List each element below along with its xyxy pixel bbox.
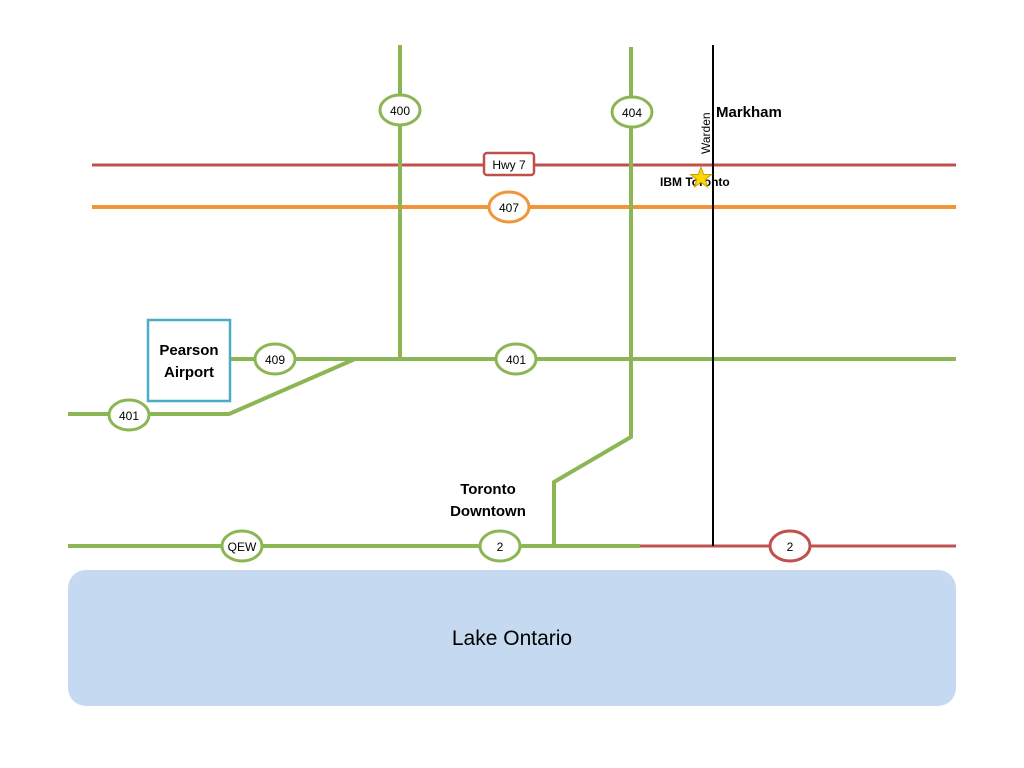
shield-hwy404: 404 [610, 95, 654, 129]
shield-hwy2-east: 2 [768, 529, 812, 563]
star-icon [689, 165, 713, 189]
shield-hwy2-west-label: 2 [497, 540, 504, 554]
shield-hwy7-label: Hwy 7 [492, 158, 526, 172]
shield-hwy400-label: 400 [390, 104, 410, 118]
shield-hwy409-label: 409 [265, 353, 285, 367]
shield-hwy407-label: 407 [499, 201, 519, 215]
pearson-airport-line2: Airport [164, 364, 214, 381]
shield-qew-label: QEW [228, 540, 257, 554]
ibm-toronto-label: IBM Toronto [660, 175, 730, 189]
shield-hwy400: 400 [378, 93, 422, 127]
pearson-airport-box [146, 318, 232, 403]
shield-hwy401-center-label: 401 [506, 353, 526, 367]
shield-hwy401-west-label: 401 [119, 409, 139, 423]
toronto-downtown-line2: Downtown [450, 503, 526, 520]
lake-ontario-label: Lake Ontario [452, 627, 572, 650]
shield-hwy401-west: 401 [107, 398, 151, 432]
lake-ontario [68, 570, 956, 706]
shield-hwy2-west: 2 [478, 529, 522, 563]
shield-hwy407: 407 [487, 190, 531, 224]
shield-hwy404-label: 404 [622, 106, 642, 120]
markham-label: Markham [716, 104, 782, 121]
shield-hwy2-east-label: 2 [787, 540, 794, 554]
pearson-airport-line1: Pearson [159, 342, 218, 359]
shield-hwy7: Hwy 7 [482, 151, 536, 177]
road-hwy404 [552, 47, 633, 547]
shield-hwy401-center: 401 [494, 342, 538, 376]
warden-label: Warden [699, 112, 713, 154]
shield-qew: QEW [220, 529, 264, 563]
toronto-downtown-line1: Toronto [460, 481, 516, 498]
shield-hwy409: 409 [253, 342, 297, 376]
